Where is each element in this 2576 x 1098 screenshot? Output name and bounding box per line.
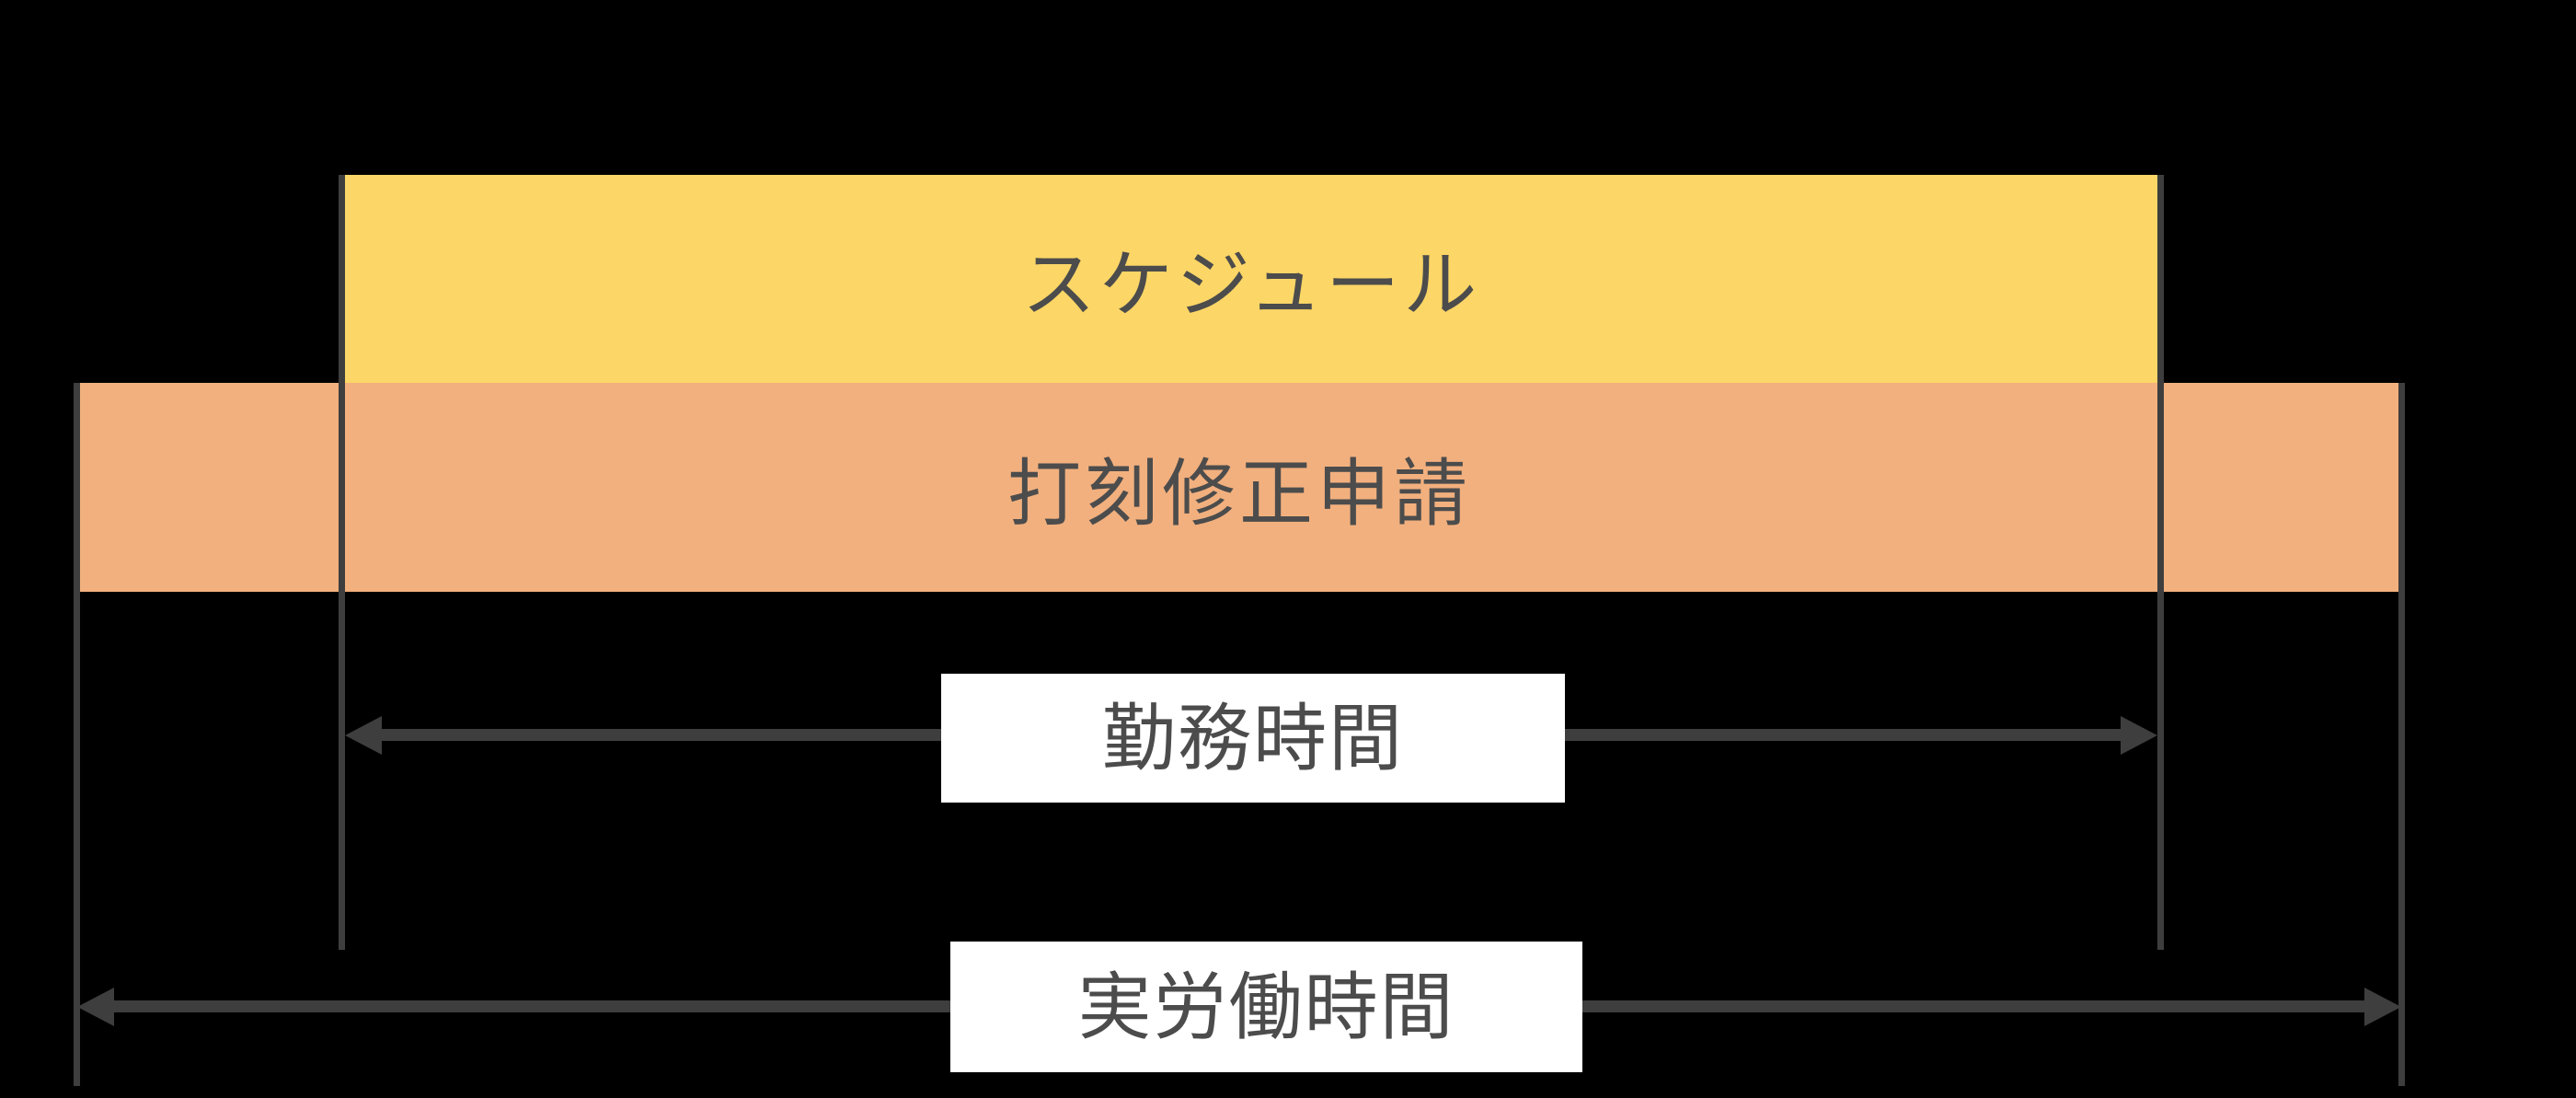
guide-line-correction-start [74,383,80,1086]
actual-work-hours-label-box: 実労働時間 [950,942,1582,1072]
punch-correction-bar: 打刻修正申請 [80,383,2398,592]
arrowhead-right-icon [2364,988,2401,1026]
guide-line-correction-end [2398,383,2405,1086]
actual-work-hours-label: 実労働時間 [1077,966,1455,1048]
schedule-bar: スケジュール [345,175,2157,383]
guide-line-schedule-end [2157,175,2164,950]
guide-line-schedule-start [339,175,345,950]
work-hours-label: 勤務時間 [1102,698,1404,780]
work-hours-label-box: 勤務時間 [941,674,1565,803]
schedule-bar-label: スケジュール [1021,244,1481,326]
punch-correction-bar-label: 打刻修正申請 [1007,452,1471,535]
arrowhead-right-icon [2121,716,2157,755]
